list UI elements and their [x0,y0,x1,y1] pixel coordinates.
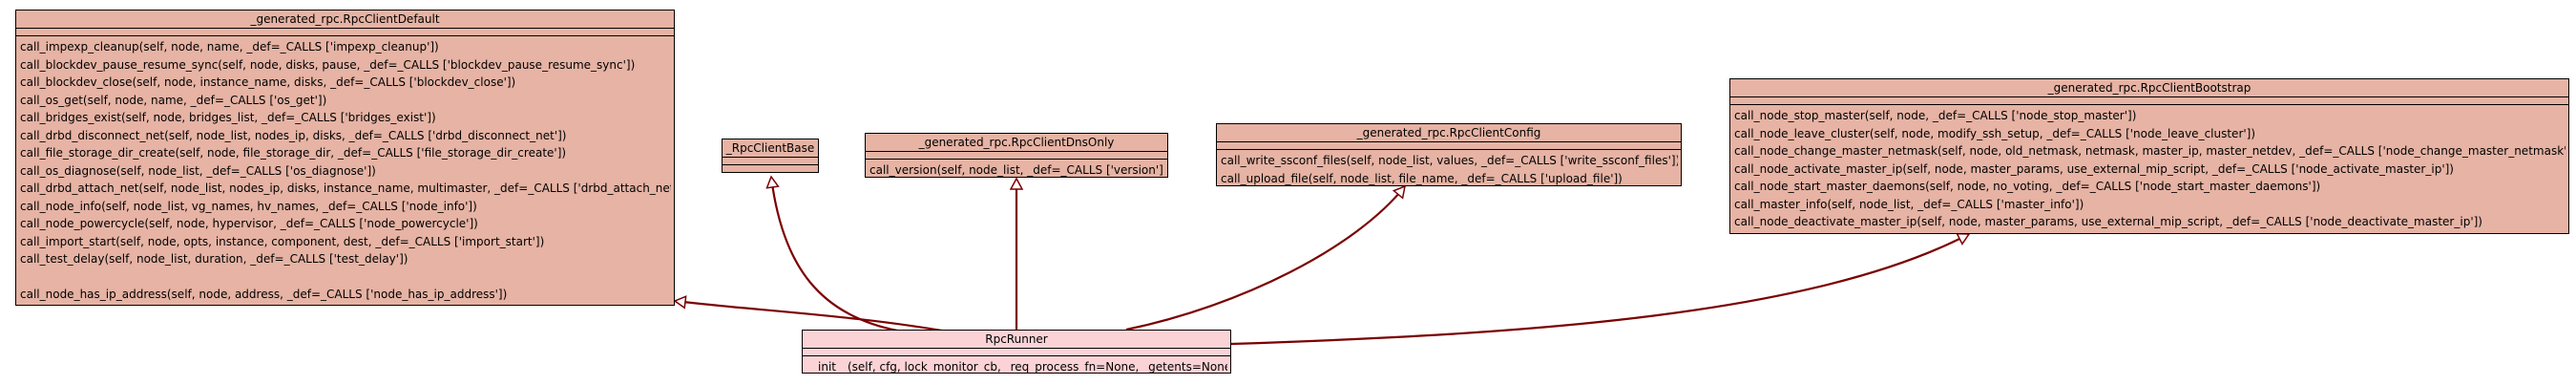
method-row: call_import_start(self, node, opts, inst… [20,234,545,248]
class-title: _generated_rpc.RpcClientBootstrap [1730,79,2568,97]
method-row: call_node_info(self, node_list, vg_names… [20,199,477,213]
method-spacer [20,268,671,287]
class-methods: call_impexp_cleanup(self, node, name, _d… [16,36,674,304]
edge-runner-to-config [1125,185,1406,332]
method-row: call_file_storage_dir_create(self, node,… [20,146,567,160]
method-row: call_node_deactivate_master_ip(self, nod… [1734,215,2482,228]
class-methods: __init__(self, cfg, lock_monitor_cb, _re… [803,356,1230,376]
method-row: call_os_get(self, node, name, _def=_CALL… [20,93,327,107]
class-attributes [16,29,674,36]
inherit-arrowhead [673,295,687,310]
method-row: call_version(self, node_list, _def=_CALL… [869,163,1164,177]
method-row: call_node_powercycle(self, node, hypervi… [20,217,478,230]
class-attributes [803,349,1230,356]
inherit-arrowhead [1392,184,1406,200]
class-methods: call_write_ssconf_files(self, node_list,… [1217,150,1681,187]
edge-runner-to-bootstrap [1230,233,1970,346]
method-row: call_node_stop_master(self, node, _def=_… [1734,109,2137,122]
inherit-arrowhead [765,175,780,189]
class-attributes [866,152,1167,160]
method-row: call_node_start_master_daemons(self, nod… [1734,180,2321,193]
method-row: call_upload_file(self, node_list, file_n… [1221,171,1623,185]
method-row: call_bridges_exist(self, node, bridges_l… [20,111,436,124]
class-rpcclientconfig[interactable]: _generated_rpc.RpcClientConfig call_writ… [1216,123,1682,186]
class-rpcrunner[interactable]: RpcRunner __init__(self, cfg, lock_monit… [802,330,1231,374]
method-row: call_test_delay(self, node_list, duratio… [20,252,408,266]
method-row: call_master_info(self, node_list, _def=_… [1734,197,2084,211]
class-rpcclientbootstrap[interactable]: _generated_rpc.RpcClientBootstrap call_n… [1729,78,2569,234]
inherit-arrowhead [1009,177,1024,190]
method-row: call_blockdev_pause_resume_sync(self, no… [20,57,636,72]
class-rpcclientbase[interactable]: _RpcClientBase [722,139,819,173]
method-row: call_node_change_master_netmask(self, no… [1734,144,2566,158]
class-title: _generated_rpc.RpcClientConfig [1217,124,1681,142]
class-title: RpcRunner [803,331,1230,349]
class-rpcclientdnsonly[interactable]: _generated_rpc.RpcClientDnsOnly call_ver… [865,133,1168,178]
class-methods: call_version(self, node_list, _def=_CALL… [866,160,1167,180]
method-row: call_drbd_disconnect_net(self, node_list… [20,128,567,142]
method-row: call_node_has_ip_address(self, node, add… [20,288,508,301]
class-title: _RpcClientBase [723,139,818,158]
method-row: call_drbd_attach_net(self, node_list, no… [20,182,671,195]
class-methods: call_node_stop_master(self, node, _def=_… [1730,105,2568,231]
edge-runner-to-base [769,176,898,332]
method-row: call_os_diagnose(self, node_list, _def=_… [20,163,376,178]
method-row: call_node_activate_master_ip(self, node,… [1734,161,2454,176]
class-attributes [1730,97,2568,105]
class-rpcclientdefault[interactable]: _generated_rpc.RpcClientDefault call_imp… [15,10,675,306]
method-row: call_impexp_cleanup(self, node, name, _d… [20,40,439,53]
class-title: _generated_rpc.RpcClientDefault [16,11,674,29]
class-title: _generated_rpc.RpcClientDnsOnly [866,134,1167,152]
class-attributes [723,158,818,165]
method-row: call_write_ssconf_files(self, node_list,… [1221,154,1678,167]
method-row: call_node_leave_cluster(self, node, modi… [1734,126,2256,140]
method-row: __init__(self, cfg, lock_monitor_cb, _re… [806,360,1227,374]
method-row: call_blockdev_close(self, node, instance… [20,75,516,89]
class-methods [723,165,818,167]
edge-runner-to-default [674,299,959,335]
class-attributes [1217,142,1681,150]
